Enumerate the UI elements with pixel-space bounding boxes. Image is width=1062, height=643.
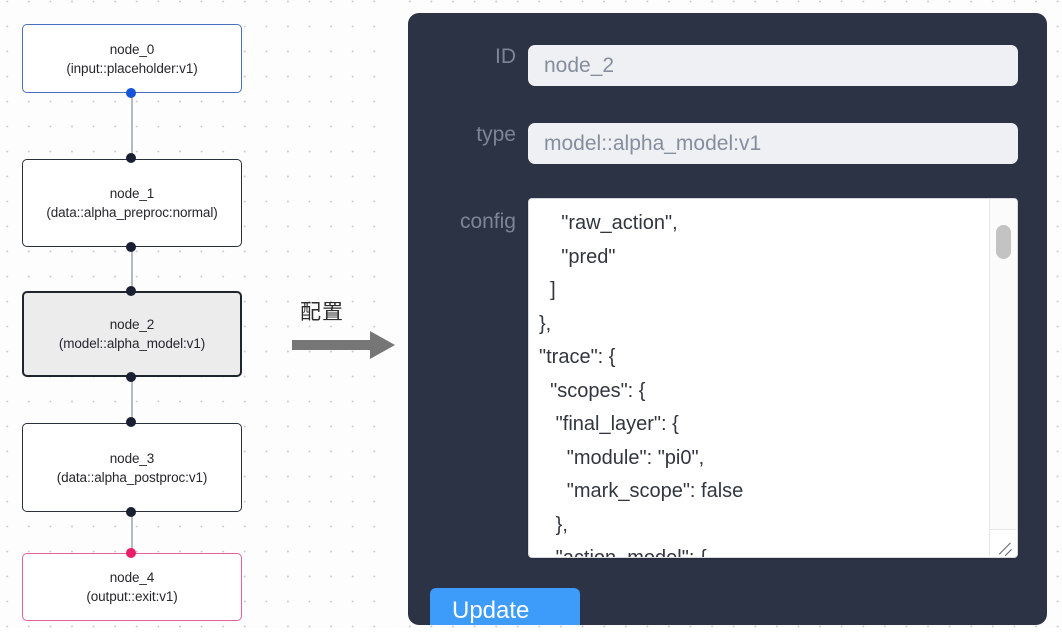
graph-node-node_2[interactable]: node_2 (model::alpha_model:v1) bbox=[22, 291, 242, 377]
right-arrow-icon bbox=[292, 331, 395, 359]
node-handle-target-node_4[interactable] bbox=[126, 548, 136, 558]
config-label: config bbox=[459, 210, 516, 233]
edge-node3-node4 bbox=[131, 512, 133, 553]
graph-node-node_0[interactable]: node_0 (input::placeholder:v1) bbox=[22, 24, 242, 93]
config-textarea[interactable]: "raw_action", "pred" ] }, "trace": { "sc… bbox=[528, 198, 1018, 558]
edge-node2-node3 bbox=[131, 377, 133, 420]
node-handle-source-node_2[interactable] bbox=[126, 372, 136, 382]
graph-node-label: node_4 (output::exit:v1) bbox=[86, 570, 178, 604]
graph-node-label: node_0 (input::placeholder:v1) bbox=[66, 41, 198, 76]
node-handle-target-node_2[interactable] bbox=[126, 286, 136, 296]
node-handle-source-node_0[interactable] bbox=[126, 88, 136, 98]
config-scrollbar[interactable] bbox=[989, 199, 1017, 531]
edge-node1-node2 bbox=[131, 247, 133, 291]
field-row-id: ID bbox=[408, 45, 1018, 86]
node-handle-source-node_1[interactable] bbox=[126, 242, 136, 252]
id-input[interactable] bbox=[528, 45, 1018, 86]
annotation-arrow-group: 配置 bbox=[292, 296, 402, 366]
graph-node-node_1[interactable]: node_1 (data::alpha_preproc:normal) bbox=[22, 159, 242, 247]
field-row-config: config "raw_action", "pred" ] }, "trace"… bbox=[408, 198, 1018, 558]
graph-node-node_4[interactable]: node_4 (output::exit:v1) bbox=[22, 553, 242, 621]
node-handle-target-node_1[interactable] bbox=[126, 153, 136, 163]
graph-node-label: node_2 (model::alpha_model:v1) bbox=[58, 317, 206, 351]
graph-node-node_3[interactable]: node_3 (data::alpha_postproc:v1) bbox=[22, 423, 242, 512]
graph-node-label: node_3 (data::alpha_postproc:v1) bbox=[56, 450, 208, 485]
bottom-strip bbox=[0, 628, 1062, 643]
node-handle-target-node_3[interactable] bbox=[126, 417, 136, 427]
graph-node-label: node_1 (data::alpha_preproc:normal) bbox=[46, 186, 218, 220]
field-row-type: type bbox=[408, 123, 1018, 164]
type-label: type bbox=[476, 123, 516, 146]
graph-canvas[interactable]: node_0 (input::placeholder:v1) node_1 (d… bbox=[0, 0, 400, 643]
node-handle-source-node_3[interactable] bbox=[126, 507, 136, 517]
node-config-panel: ID type config "raw_action", "pred" ] },… bbox=[408, 13, 1047, 625]
annotation-label: 配置 bbox=[300, 300, 344, 324]
edge-node0-node1 bbox=[131, 93, 133, 159]
id-label: ID bbox=[495, 45, 516, 68]
config-textarea-content[interactable]: "raw_action", "pred" ] }, "trace": { "sc… bbox=[539, 212, 744, 557]
config-scrollbar-thumb[interactable] bbox=[996, 225, 1011, 259]
update-button[interactable]: Update bbox=[430, 588, 580, 625]
resize-grip-icon[interactable] bbox=[989, 529, 1016, 556]
type-input[interactable] bbox=[528, 123, 1018, 164]
